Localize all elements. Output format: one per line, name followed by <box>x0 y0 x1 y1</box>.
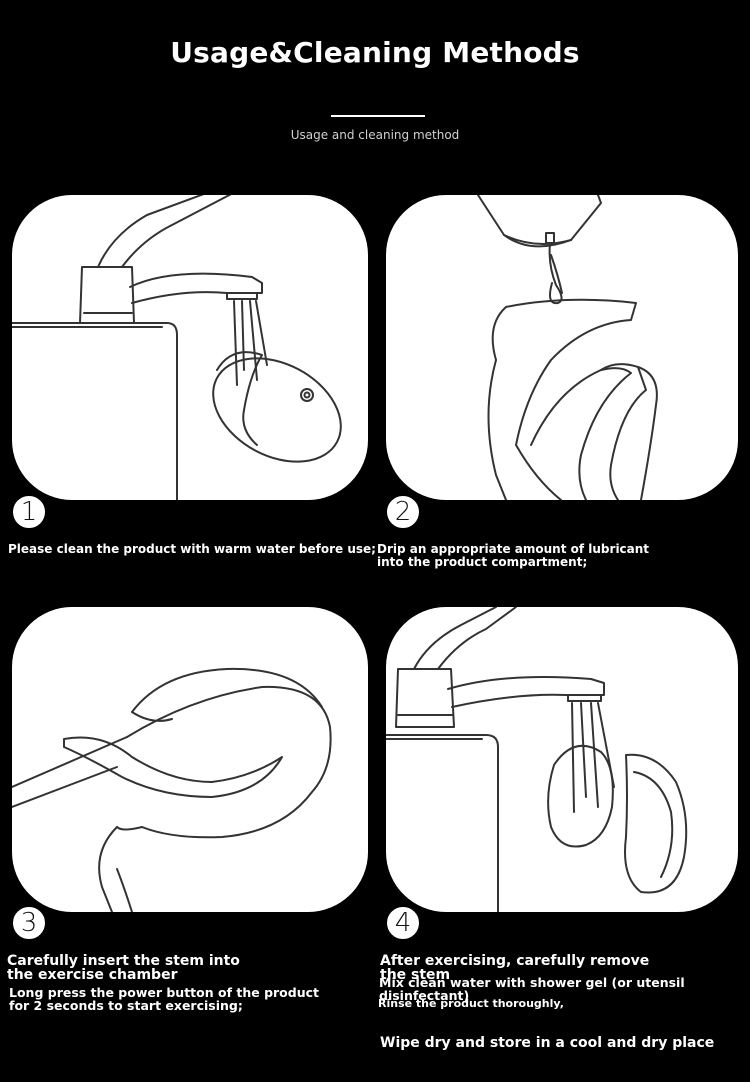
step-4-caption: After exercising, carefully remove the s… <box>380 953 650 983</box>
page-subtitle: Usage and cleaning method <box>290 128 460 142</box>
step-3-caption: Carefully insert the stem into the exerc… <box>7 953 240 983</box>
step-3-number: 3 <box>12 906 46 940</box>
step-3-detail: Long press the power button of the produ… <box>9 985 320 1013</box>
step-2-illustration <box>386 195 738 500</box>
step-1-number: 1 <box>12 495 46 529</box>
step-2-number: 2 <box>386 495 420 529</box>
step-4-illustration <box>386 607 738 912</box>
step-3-illustration <box>12 607 368 912</box>
title-divider <box>331 115 425 117</box>
step-4-line-1: Mix clean water with shower gel (or uten… <box>379 975 685 1003</box>
step-1-illustration <box>12 195 368 500</box>
step-4-line-2: Rinse the product thoroughly, <box>378 997 564 1010</box>
step-2-caption: Drip an appropriate amount of lubricant … <box>377 542 650 569</box>
step-4-number: 4 <box>386 906 420 940</box>
step-4-line-3: Wipe dry and store in a cool and dry pla… <box>380 1035 715 1051</box>
page-title: Usage&Cleaning Methods <box>170 36 580 69</box>
step-1-caption: Please clean the product with warm water… <box>8 542 376 556</box>
